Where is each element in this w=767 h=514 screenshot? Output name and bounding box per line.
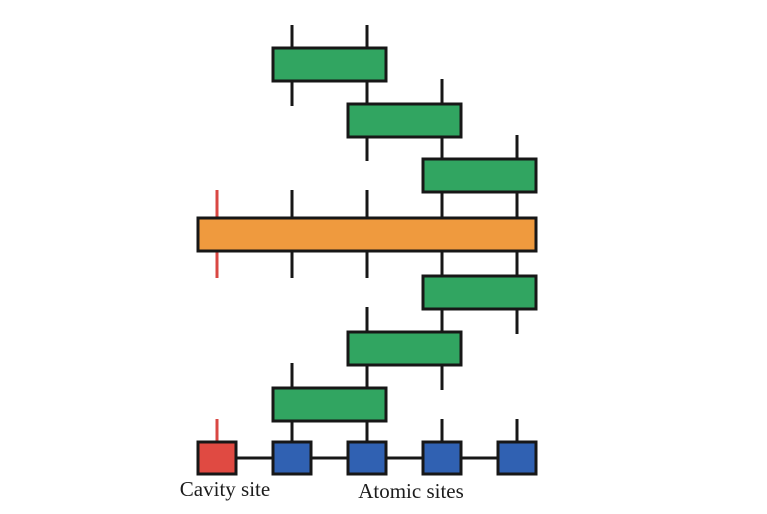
green-gate-row6 (346, 330, 463, 367)
orange-long-gate (196, 216, 538, 253)
cavity-site (196, 440, 238, 476)
atomic-site-2 (346, 440, 388, 476)
atomic-site-3 (421, 440, 463, 476)
green-gate-row7 (271, 386, 388, 423)
atomic-site-1 (271, 440, 313, 476)
atomic-sites-label: Atomic sites (358, 479, 464, 503)
atomic-site-4 (496, 440, 538, 476)
green-gate-row1 (271, 46, 388, 83)
green-gate-row5 (421, 274, 538, 311)
cavity-site-label: Cavity site (179, 477, 271, 501)
green-gate-row3 (421, 157, 538, 194)
green-gate-row2 (346, 102, 463, 139)
